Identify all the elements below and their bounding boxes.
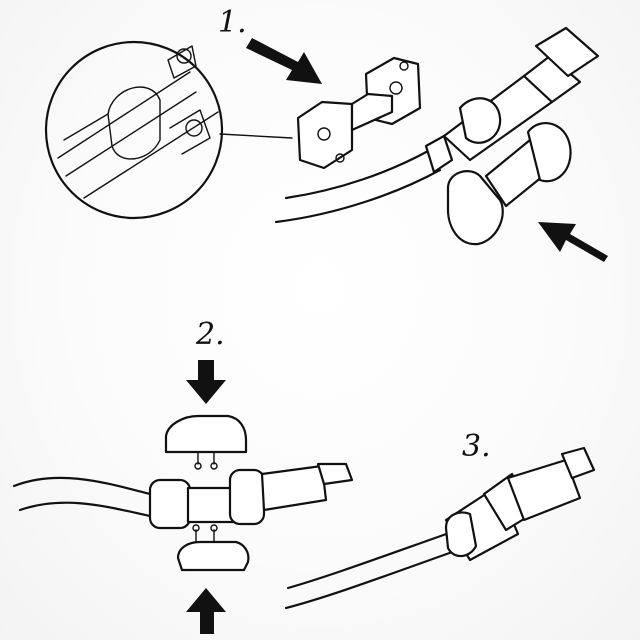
usb-plug-icon [506, 446, 596, 522]
cable [284, 530, 460, 610]
cable-protector-icon [444, 472, 534, 562]
step-3-label: 3. [462, 429, 491, 464]
cable [274, 134, 454, 224]
usb-plug-icon [442, 26, 600, 162]
cable-protector-icon [446, 122, 572, 246]
cable-protector-icon [176, 524, 250, 572]
cable [12, 468, 266, 530]
arrow-icon [246, 38, 322, 84]
cable-protector-icon [164, 414, 248, 470]
cable-protector-icon [296, 56, 422, 170]
magnifier-detail-icon [44, 40, 224, 220]
step-1-label: 1. [218, 5, 247, 40]
step-2-label: 2. [195, 317, 225, 352]
arrow-icon [538, 222, 608, 262]
arrow-icon [186, 588, 226, 634]
usb-plug-icon [260, 462, 354, 512]
callout-line [219, 133, 293, 139]
arrow-icon [186, 360, 226, 404]
